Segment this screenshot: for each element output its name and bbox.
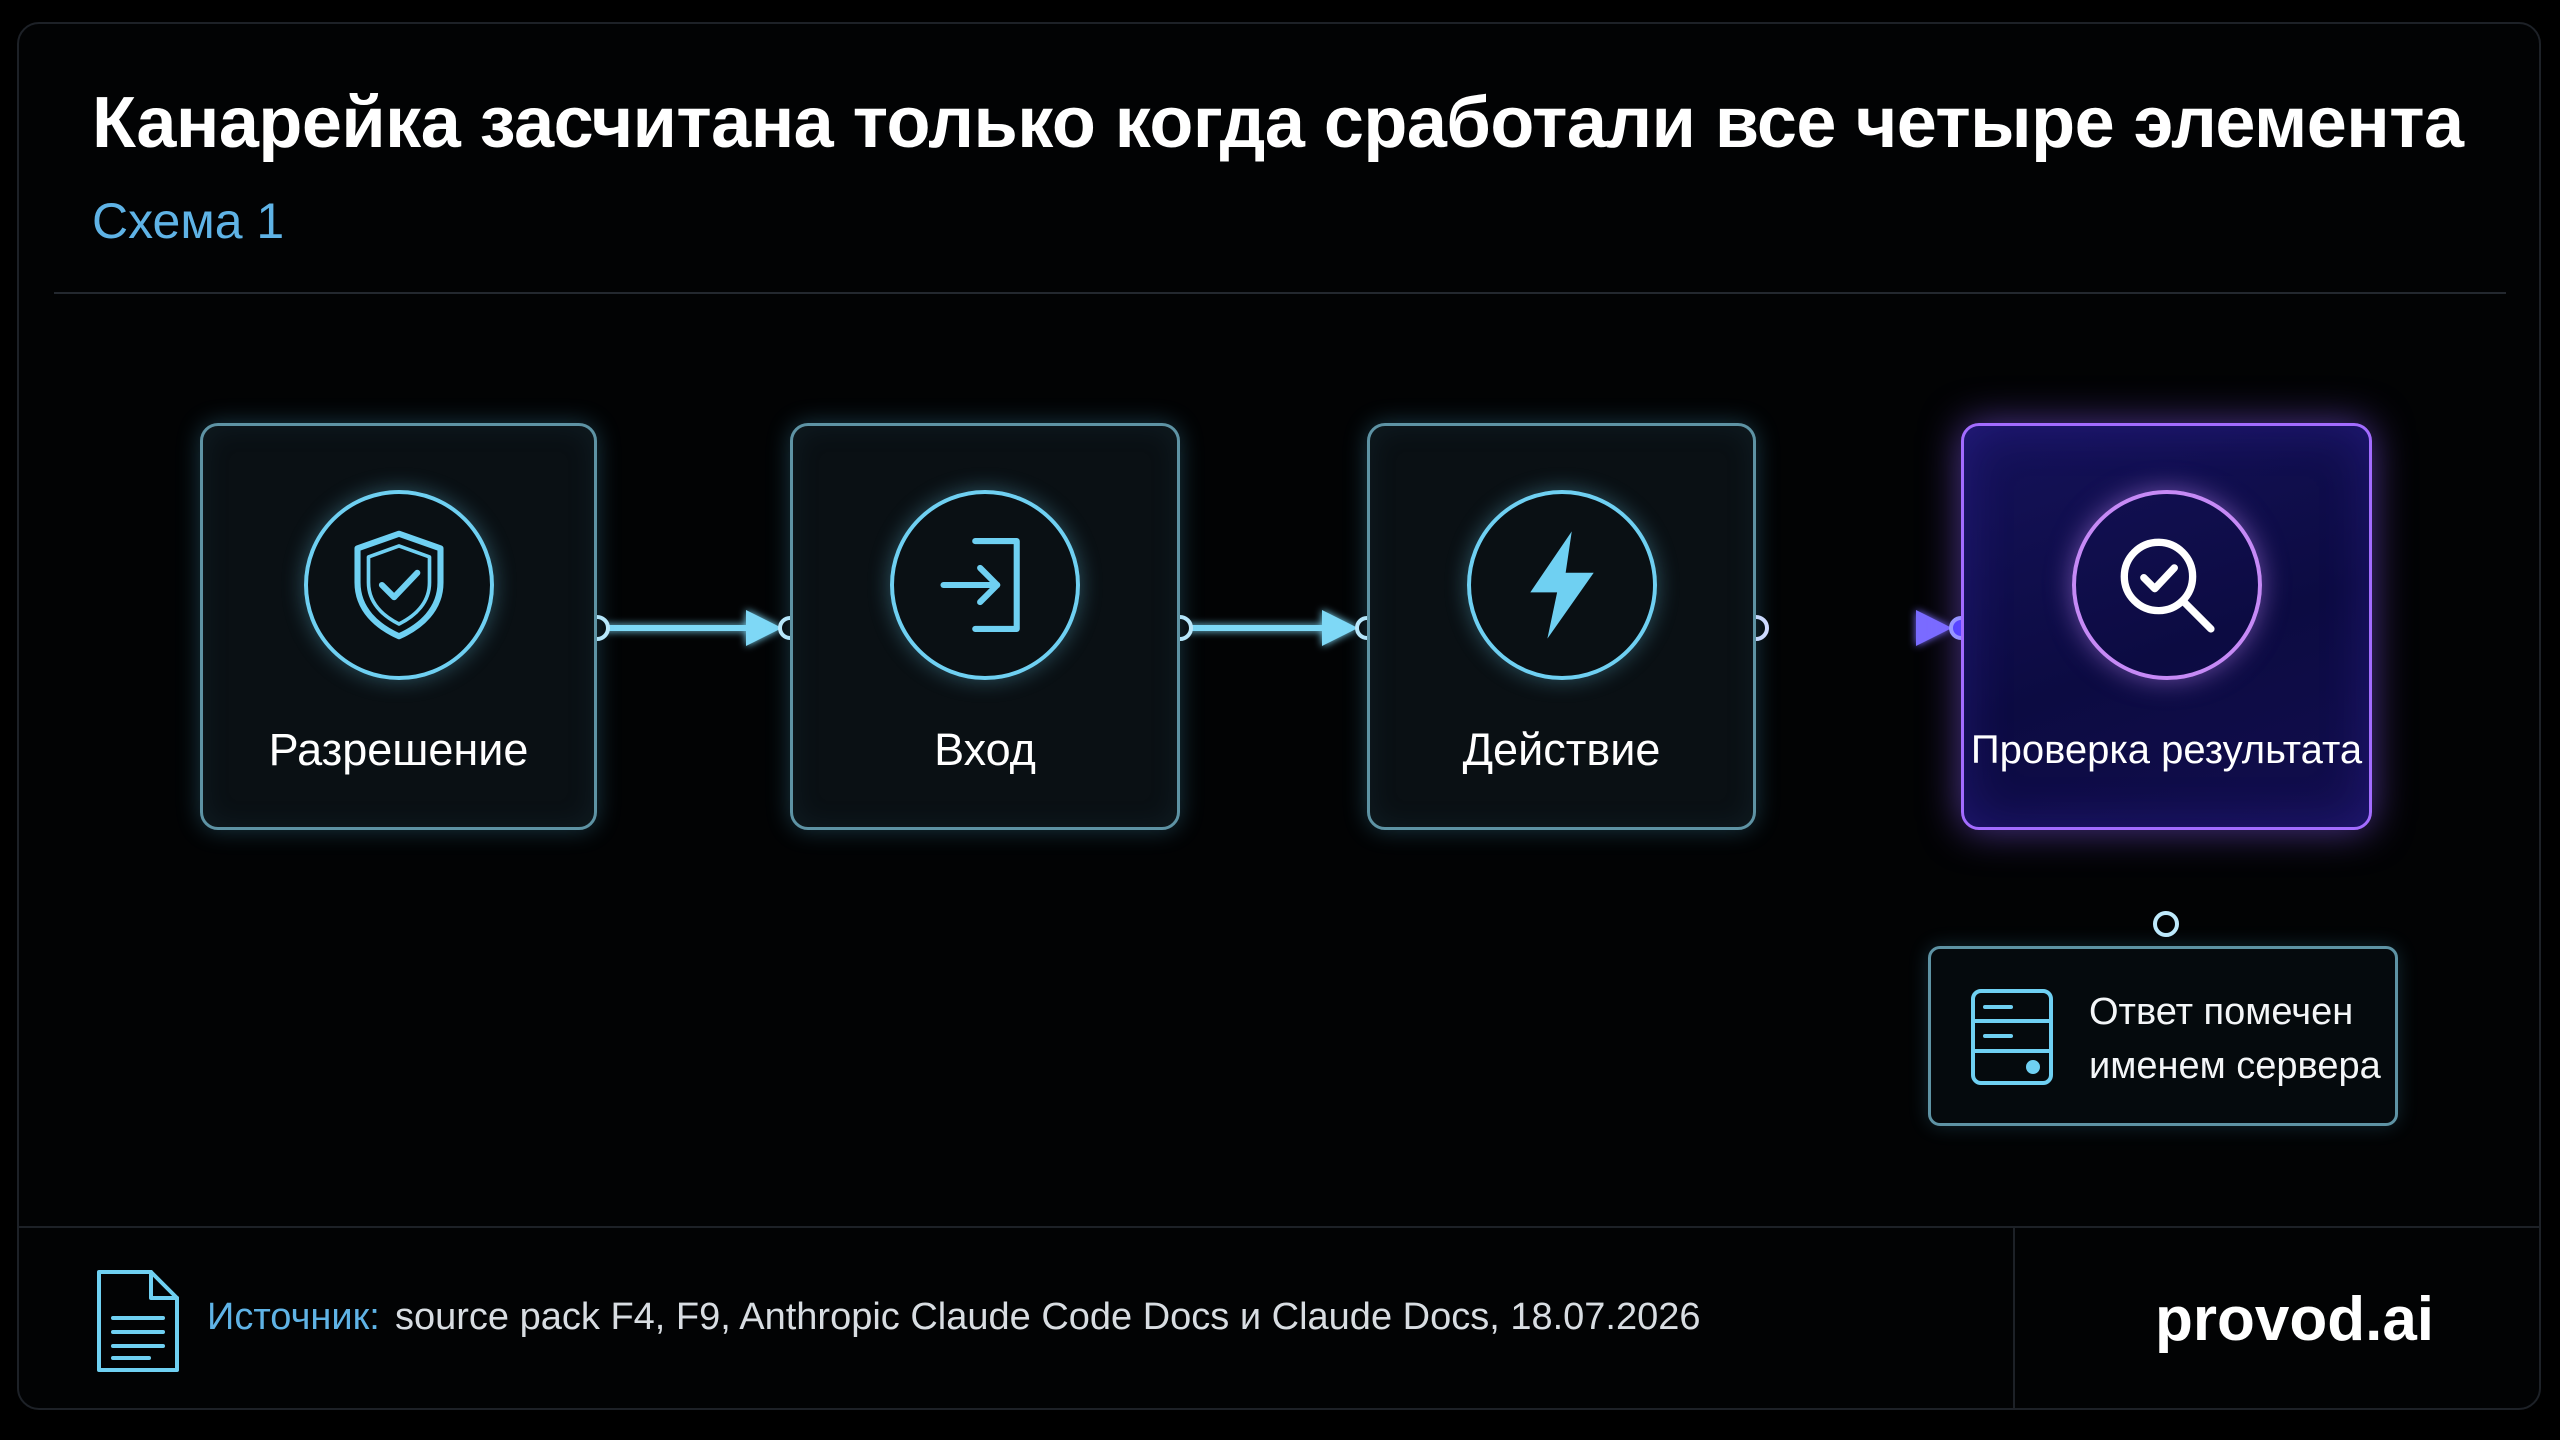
step-label: Проверка результата (1970, 728, 2363, 772)
icon-circle (2071, 490, 2262, 680)
server-note-line: Ответ помечен (2089, 991, 2354, 1033)
source-label: Источник: (207, 1296, 380, 1338)
step-card-login: Вход (790, 423, 1180, 830)
source-text: source pack F4, F9, Anthropic Claude Cod… (395, 1296, 1701, 1338)
step-label: Разрешение (268, 724, 529, 775)
server-note: Ответ помечен именем сервера (1928, 946, 2398, 1126)
sign-in-icon (940, 538, 1020, 632)
server-note-text: Ответ помечен именем сервера (2089, 985, 2381, 1093)
step-card-action: Действие (1367, 423, 1756, 830)
page-title: Канарейка засчитана только когда сработа… (92, 83, 2464, 163)
server-note-line: именем сервера (2089, 1045, 2381, 1087)
step-card-verification: Проверка результата (1961, 423, 2372, 830)
step-label: Вход (934, 724, 1036, 775)
connector-2 (1180, 610, 1358, 646)
icon-circle (1466, 490, 1657, 680)
header-divider (54, 292, 2506, 294)
connector-1 (597, 610, 782, 646)
lightning-icon (1529, 531, 1594, 639)
shield-check-icon (353, 530, 444, 640)
connector-node (2153, 911, 2179, 937)
server-icon (1971, 989, 2053, 1085)
icon-circle (303, 490, 494, 680)
footer-divider (2013, 1228, 2015, 1410)
step-card-permission: Разрешение (200, 423, 597, 830)
search-check-icon (2120, 538, 2215, 633)
icon-circle (890, 490, 1080, 680)
connector-3 (1756, 610, 1952, 646)
footer: Источник: source pack F4, F9, Anthropic … (17, 1226, 2541, 1410)
page-subtitle: Схема 1 (92, 193, 285, 249)
brand-logo-text: provod.ai (2155, 1285, 2435, 1354)
step-label: Действие (1462, 724, 1661, 775)
document-icon (97, 1270, 179, 1372)
